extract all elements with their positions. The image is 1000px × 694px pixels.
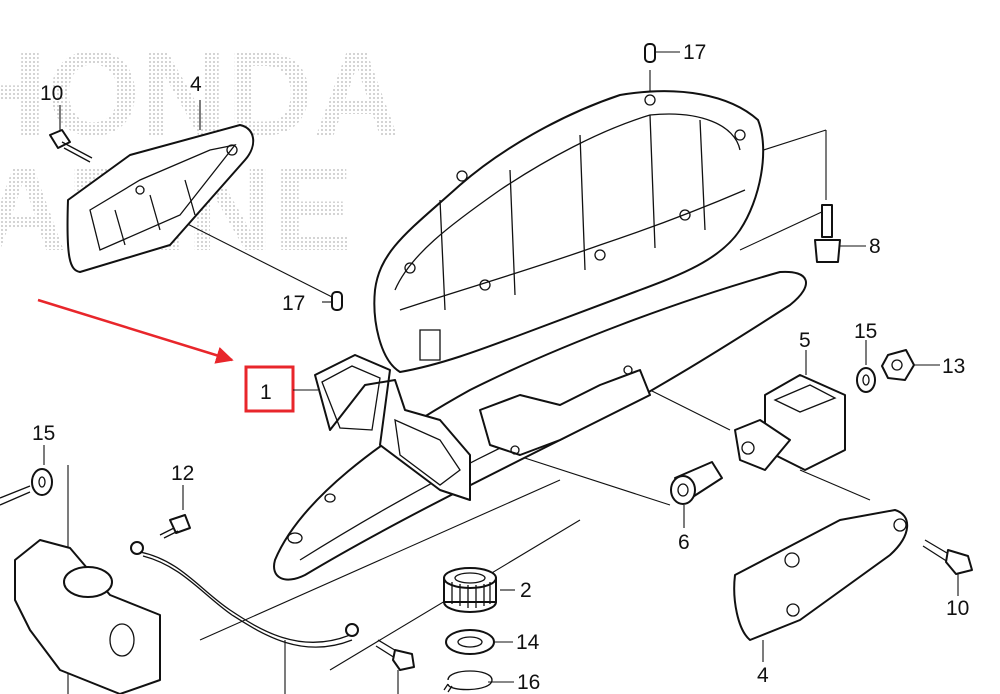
washer-icon — [856, 367, 876, 393]
collar-icon — [670, 461, 723, 505]
part-label-5[interactable]: 5 — [799, 329, 811, 352]
part-label-4-bottom[interactable]: 4 — [757, 664, 769, 687]
washer-icon — [0, 468, 53, 506]
cover-bracket-top — [66, 124, 255, 273]
swivel-bracket — [14, 539, 161, 694]
part-label-4-top[interactable]: 4 — [190, 73, 202, 96]
callout-frame — [244, 365, 295, 413]
part-label-12[interactable]: 12 — [171, 462, 194, 485]
part-label-10-bottom[interactable]: 10 — [946, 597, 969, 620]
bolt-icon — [49, 129, 93, 163]
ground-cable — [130, 541, 359, 648]
part-label-14[interactable]: 14 — [516, 631, 540, 654]
front-frame — [314, 354, 651, 501]
highlight-callout — [37, 298, 318, 413]
needle-bearing-icon — [443, 567, 497, 613]
dowel-pin-icon — [644, 43, 656, 63]
oil-case — [373, 90, 765, 373]
oil-seal-icon — [445, 629, 495, 655]
cover-bracket-bottom — [733, 509, 909, 641]
dowel-pin-icon — [331, 291, 343, 311]
part-label-13[interactable]: 13 — [942, 355, 965, 378]
part-label-2[interactable]: 2 — [520, 579, 532, 602]
callout-arrow — [37, 298, 234, 364]
part-label-15-right[interactable]: 15 — [854, 320, 877, 343]
part-labels: 1 2 4 4 5 6 8 10 10 12 13 14 15 15 16 17… — [32, 41, 969, 694]
part-label-10-top[interactable]: 10 — [40, 82, 63, 105]
flange-bolt-icon — [814, 204, 841, 263]
part-label-1[interactable]: 1 — [260, 381, 272, 404]
part-label-17-left[interactable]: 17 — [282, 292, 305, 315]
part-label-16[interactable]: 16 — [517, 671, 540, 694]
part-label-6[interactable]: 6 — [678, 531, 690, 554]
circlip-icon — [443, 670, 493, 693]
bolt-icon — [375, 639, 415, 671]
part-label-8[interactable]: 8 — [869, 235, 881, 258]
part-label-15-left[interactable]: 15 — [32, 422, 55, 445]
rubber-mount-icon — [734, 374, 846, 471]
bolt-icon — [159, 514, 191, 539]
nut-icon — [881, 349, 915, 381]
bolt-icon — [922, 539, 973, 575]
part-label-17-top[interactable]: 17 — [683, 41, 706, 64]
